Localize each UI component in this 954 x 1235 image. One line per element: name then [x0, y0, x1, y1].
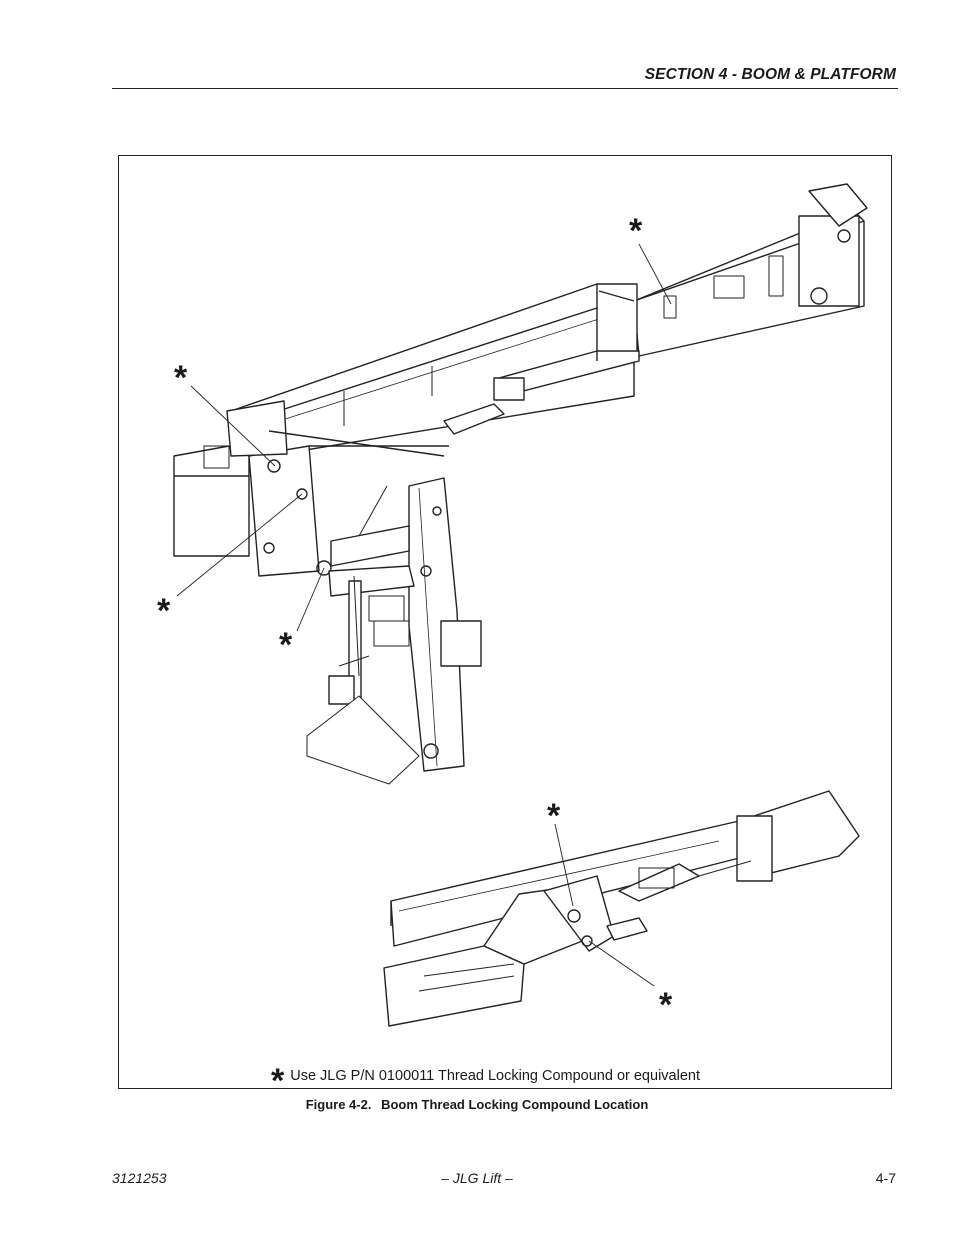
figure-legend: * Use JLG P/N 0100011 Thread Locking Com… — [271, 1056, 700, 1100]
turntable-block — [173, 400, 332, 577]
callout-star-upright: * — [279, 626, 293, 664]
master-cylinder — [443, 350, 640, 435]
fly-boom — [596, 183, 868, 360]
caption-title: Boom Thread Locking Compound Location — [381, 1097, 649, 1112]
lower-assembly — [383, 790, 860, 1027]
boom-illustration — [173, 183, 868, 1027]
caption-number: Figure 4-2. — [305, 1097, 372, 1112]
legend-star: * — [271, 1062, 285, 1100]
footer-brand: – JLG Lift – — [441, 1170, 513, 1186]
footer-doc-number: 3121253 — [112, 1170, 167, 1186]
figure-caption: Figure 4-2. Boom Thread Locking Compound… — [0, 1097, 954, 1112]
callout-star-turntable: * — [157, 592, 171, 630]
upright-tower — [268, 430, 482, 785]
callout-star-fly-boom: * — [629, 212, 643, 250]
callout-star-lower-upper: * — [547, 797, 561, 835]
callout-star-lower-right: * — [659, 986, 673, 1024]
upper-leader-lines — [176, 243, 672, 632]
callout-star-boom-pivot: * — [174, 359, 188, 397]
footer-page-number: 4-7 — [875, 1170, 896, 1186]
lower-leader-lines — [554, 823, 655, 987]
figure-frame: * * * * * * * Use JLG P/N 0100011 Thread… — [118, 155, 892, 1100]
header-rule — [112, 88, 898, 89]
section-title: SECTION 4 - BOOM & PLATFORM — [644, 66, 896, 83]
legend-text: Use JLG P/N 0100011 Thread Locking Compo… — [290, 1067, 700, 1084]
